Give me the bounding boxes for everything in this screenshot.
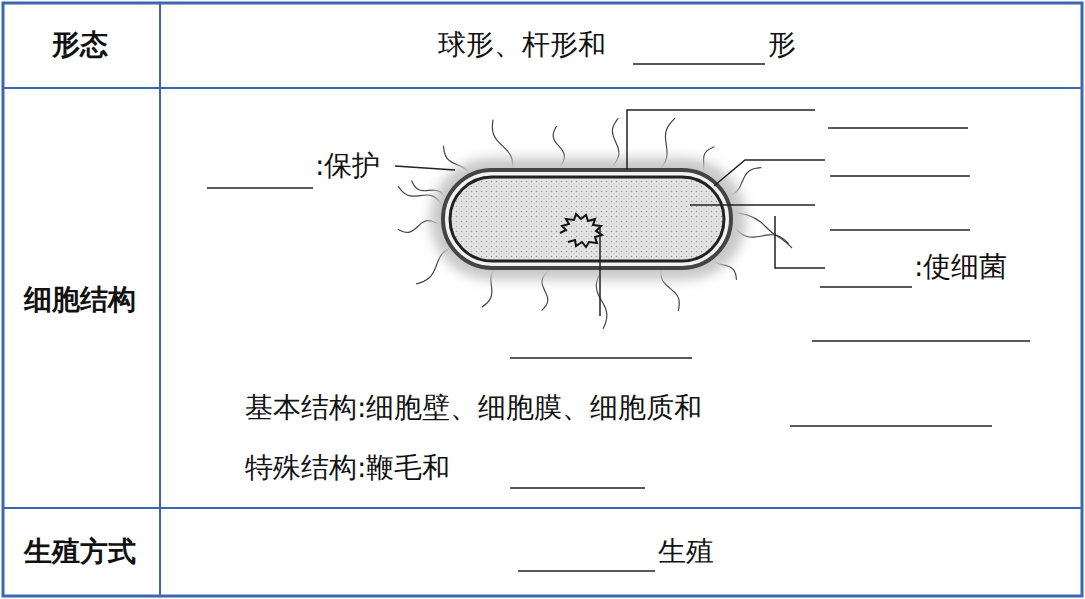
flagellum (596, 273, 607, 329)
table-grid (3, 3, 1082, 596)
bacterium-illustration (398, 118, 792, 329)
answer-blanks (207, 64, 1030, 571)
leader-lines (395, 110, 825, 316)
row-header: 生殖方式 (24, 536, 136, 568)
dna (560, 214, 602, 247)
table-cell-text: 特殊结构:鞭毛和 (245, 452, 450, 484)
cell-membrane (450, 177, 724, 261)
table-cell-text: :保护 (315, 150, 380, 182)
table-cell-text: 球形、杆形和 (438, 29, 606, 61)
table-cell-text: 生殖 (658, 536, 714, 568)
table-cell-text: 基本结构:细胞壁、细胞膜、细胞质和 (245, 392, 702, 424)
capsule (430, 158, 746, 280)
row-header: 形态 (52, 29, 108, 61)
table-cell-text: 形 (768, 29, 796, 61)
row-header: 细胞结构 (24, 284, 136, 316)
cell-wall (443, 170, 731, 268)
table-cell-text: :使细菌 (914, 251, 1007, 283)
flagella (398, 118, 792, 329)
